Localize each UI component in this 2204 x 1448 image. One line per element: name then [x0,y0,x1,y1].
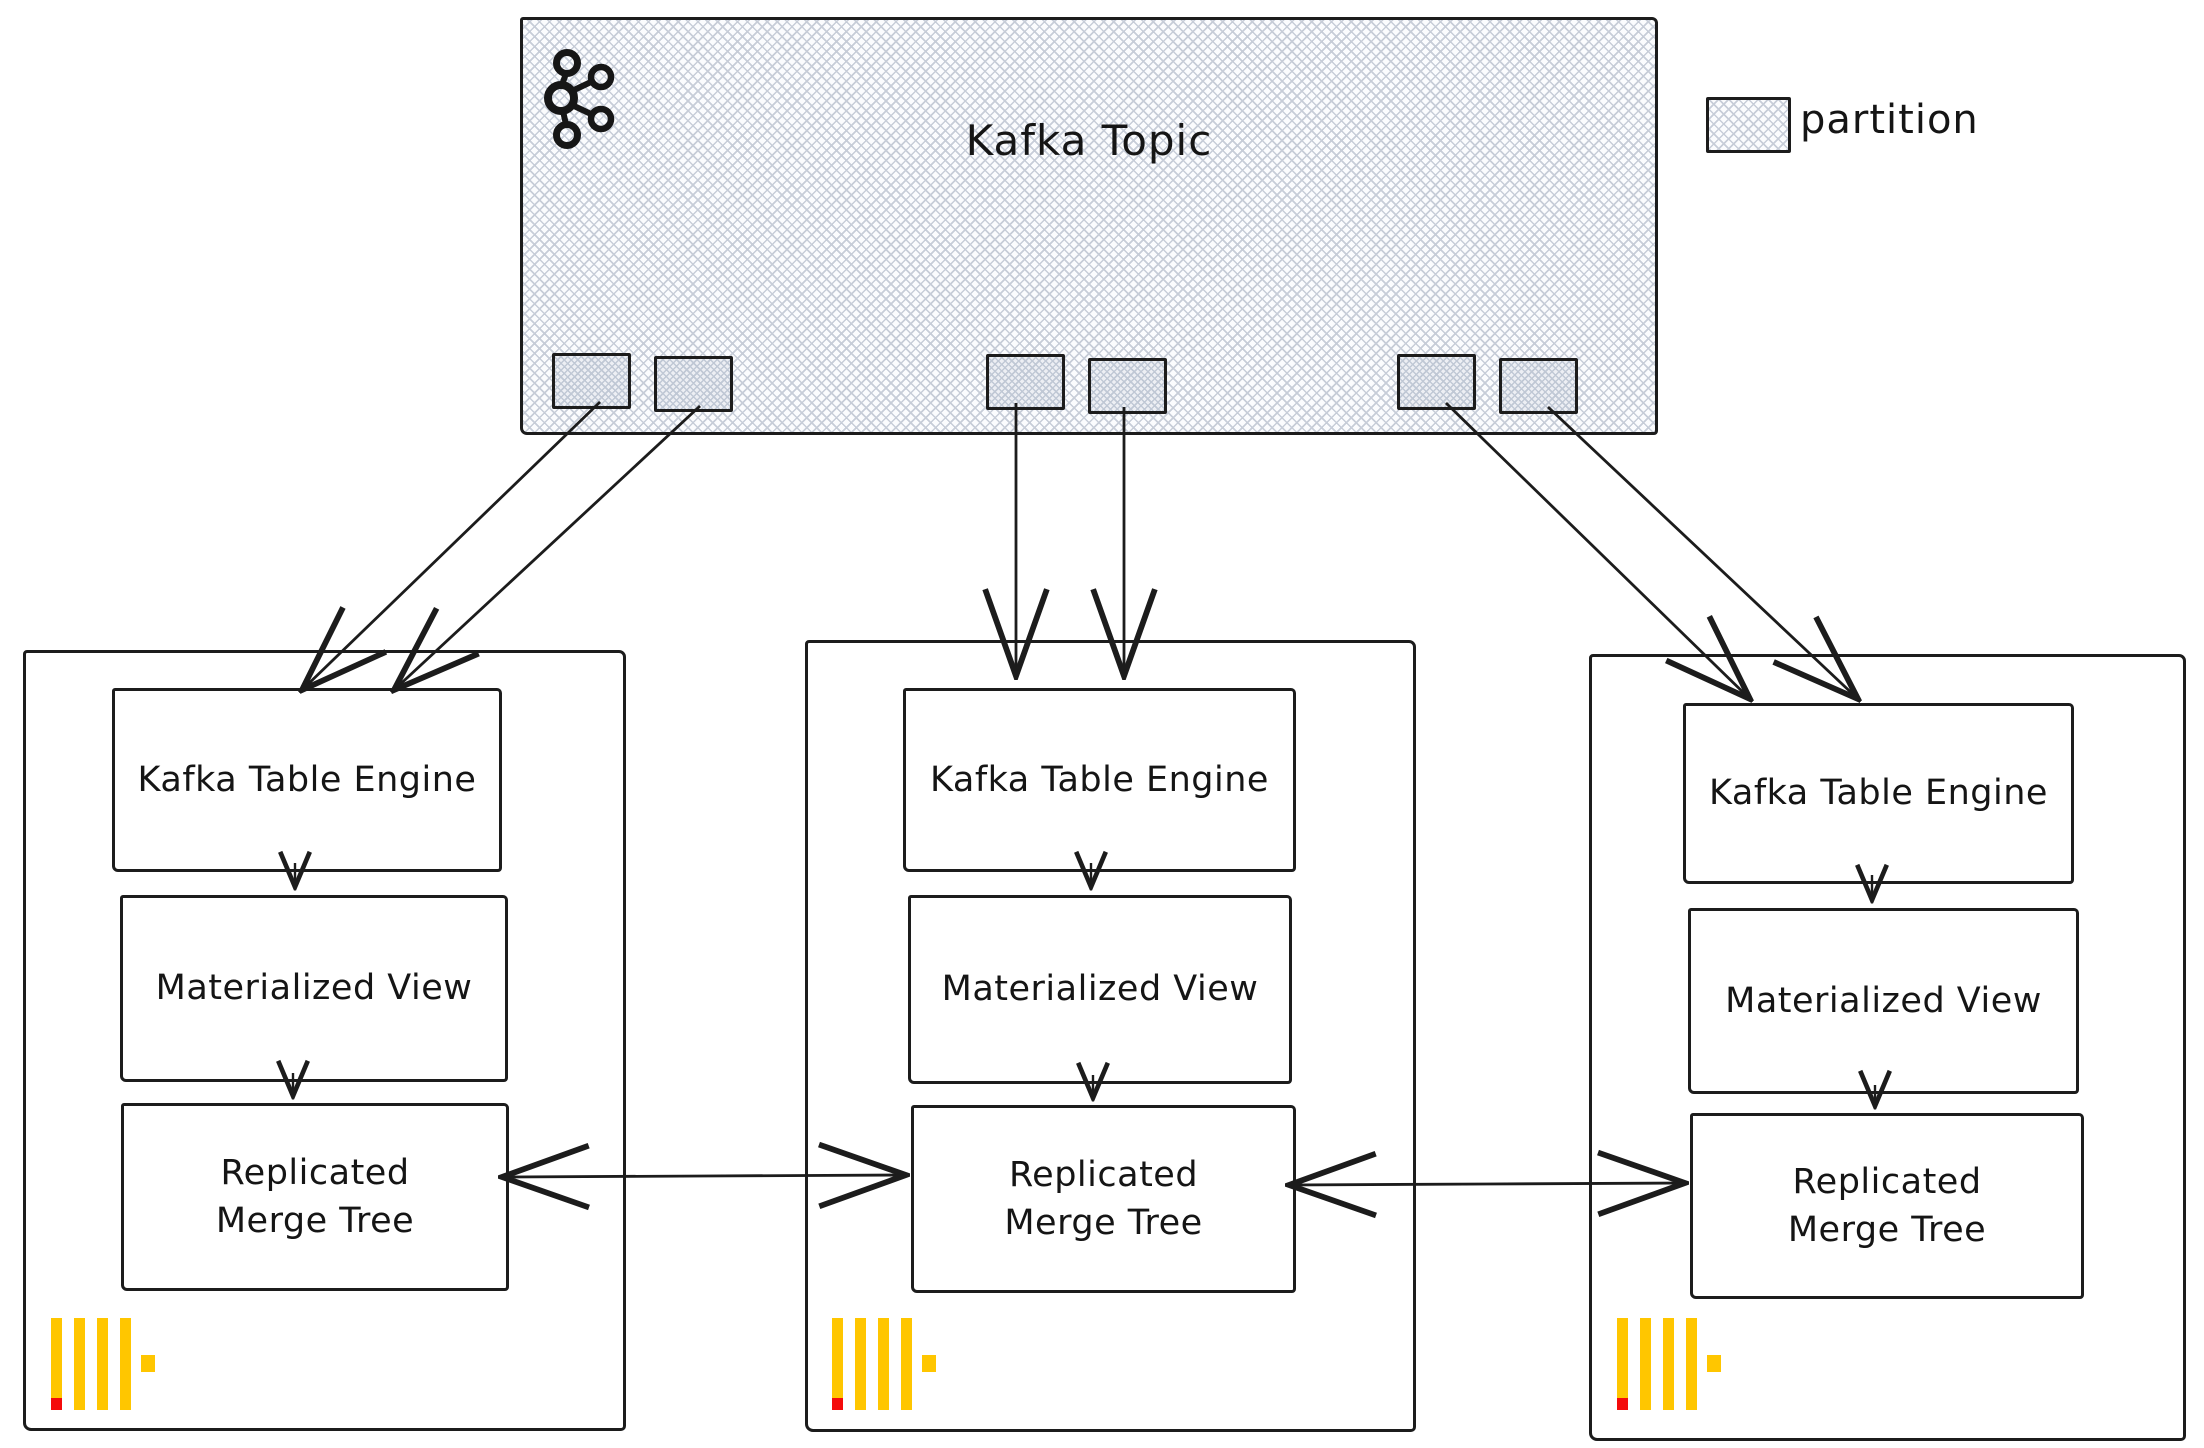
arrow-partition1-to-replica1 [302,400,601,690]
partition-box [1499,358,1578,414]
kafka-topic-box: Kafka Topic [520,17,1658,435]
partition-swatch-icon [1706,97,1791,153]
materialized-view-box: Materialized View [908,895,1292,1084]
materialized-view-box: Materialized View [120,895,508,1082]
replicated-merge-tree-label-line1: Replicated [1008,1154,1199,1195]
clickhouse-replica-2-box: Kafka Table Engine Materialized View Rep… [805,640,1416,1432]
kafka-table-engine-label: Kafka Table Engine [930,759,1269,800]
clickhouse-logo-icon [832,1318,936,1410]
replicated-merge-tree-label-line2: Merge Tree [1004,1203,1203,1243]
kafka-table-engine-box: Kafka Table Engine [903,688,1296,872]
partition-box [654,356,733,412]
kafka-topic-title: Kafka Topic [965,116,1213,165]
replicated-merge-tree-box: Replicated Merge Tree [121,1103,509,1291]
partition-box [552,353,631,409]
replicated-merge-tree-box: Replicated Merge Tree [911,1105,1296,1293]
kafka-table-engine-label: Kafka Table Engine [137,759,477,800]
kafka-table-engine-box: Kafka Table Engine [1683,703,2074,884]
replicated-merge-tree-label-line2: Merge Tree [215,1201,415,1241]
clickhouse-logo-icon [51,1318,155,1410]
materialized-view-label: Materialized View [941,969,1259,1010]
kafka-logo-icon [544,49,615,149]
partition-box [1397,354,1476,410]
materialized-view-box: Materialized View [1688,908,2079,1094]
arrow-partition2-to-replica1 [394,404,701,690]
replicated-merge-tree-label-line1: Replicated [1792,1161,1982,1202]
materialized-view-label: Materialized View [1725,980,2042,1021]
clickhouse-logo-icon [1617,1318,1721,1410]
legend-label: partition [1800,97,1979,143]
clickhouse-replica-3-box: Kafka Table Engine Materialized View Rep… [1589,654,2186,1441]
partition-box [986,354,1065,410]
replicated-merge-tree-label-line1: Replicated [220,1152,410,1193]
materialized-view-label: Materialized View [155,968,473,1009]
kafka-table-engine-box: Kafka Table Engine [112,688,502,872]
clickhouse-replica-1-box: Kafka Table Engine Materialized View Rep… [23,650,626,1431]
partition-box [1088,358,1167,414]
replicated-merge-tree-box: Replicated Merge Tree [1690,1113,2084,1299]
replicated-merge-tree-label-line2: Merge Tree [1787,1210,1987,1250]
kafka-table-engine-label: Kafka Table Engine [1709,773,2048,814]
